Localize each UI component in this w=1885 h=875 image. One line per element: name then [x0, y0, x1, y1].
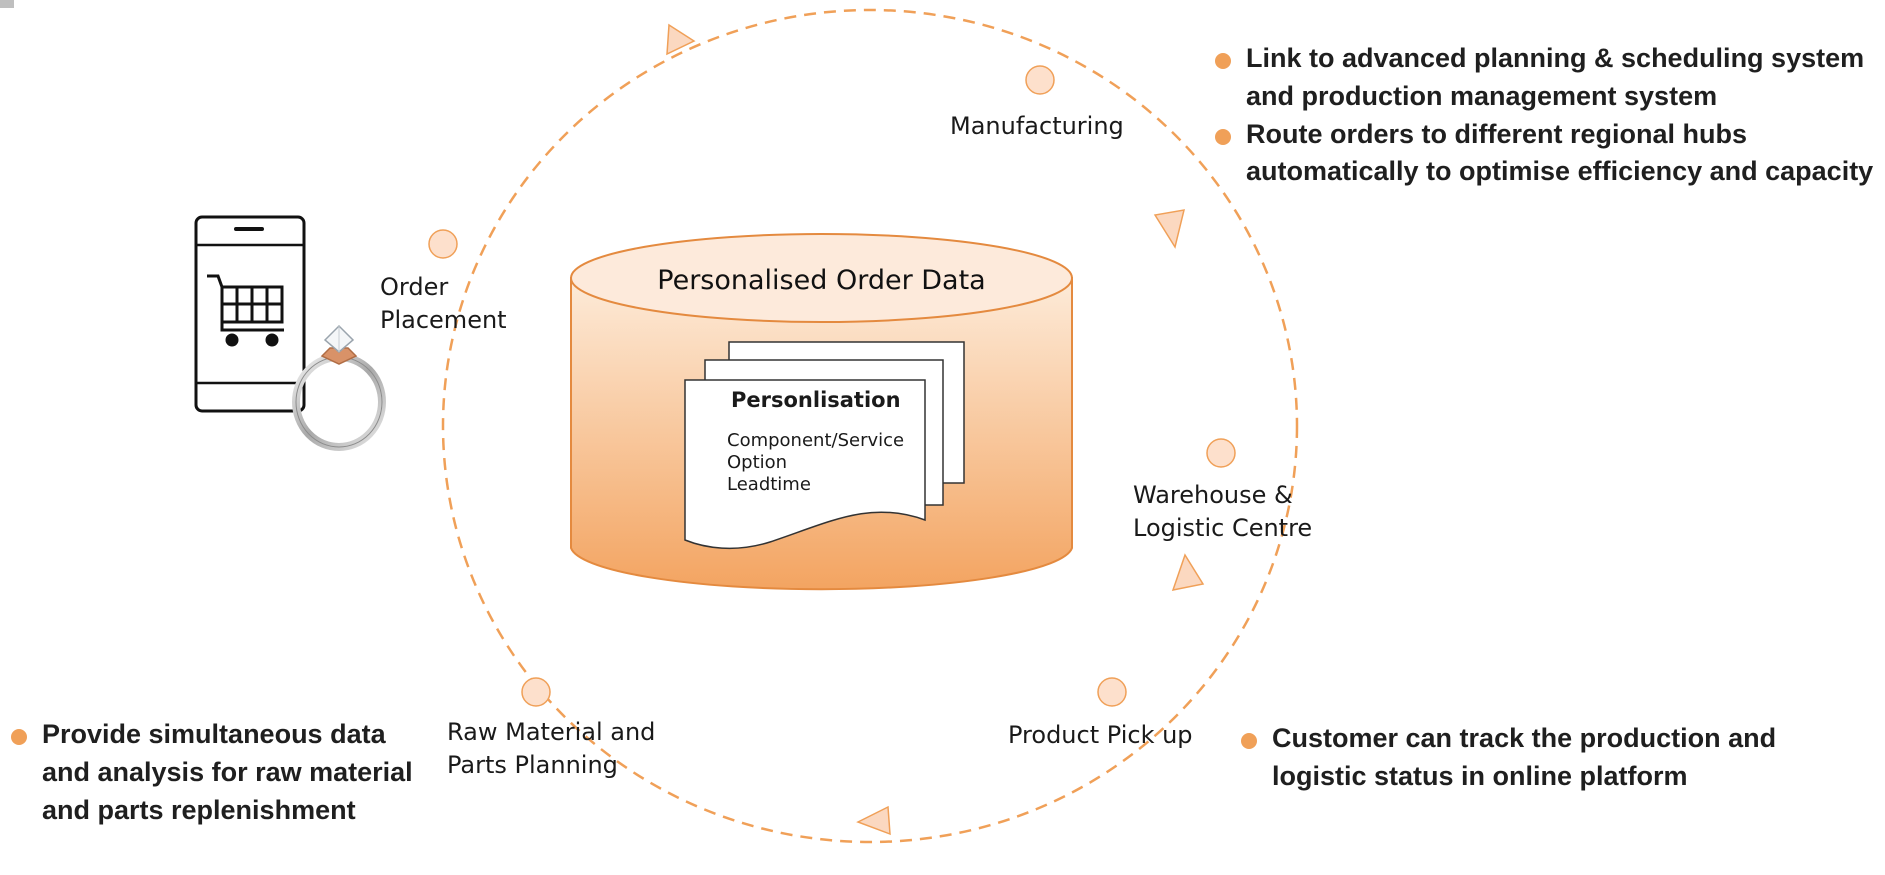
document-title: Personlisation	[731, 388, 901, 412]
cycle-arrow-bottom	[856, 805, 891, 836]
note-item-planning-link: Link to advanced planning & scheduling s…	[1212, 40, 1882, 116]
stage-label-manufacturing: Manufacturing	[950, 112, 1124, 140]
cycle-arrow-right-upper	[1153, 209, 1185, 249]
shopping-cart-icon	[207, 274, 284, 347]
cycle-arrow-top	[666, 23, 696, 56]
node-warehouse	[1206, 438, 1236, 468]
process-cycle-path	[441, 8, 1299, 844]
node-product-pickup	[1097, 677, 1127, 707]
note-bottom-left: Provide simultaneous data and analysis f…	[8, 716, 428, 829]
stage-label-warehouse-line1: Warehouse &	[1133, 481, 1293, 509]
document-line-component: Component/Service	[727, 430, 904, 451]
cycle-arrow-right-lower	[1171, 553, 1205, 591]
stage-label-raw-line1: Raw Material and	[447, 718, 655, 746]
node-raw-material	[521, 677, 551, 707]
stage-label-raw-line2: Parts Planning	[447, 751, 618, 779]
document-line-leadtime: Leadtime	[727, 474, 811, 495]
database-title: Personalised Order Data	[657, 265, 985, 296]
stage-label-order-line2: Placement	[380, 306, 507, 334]
personalisation-document-stack: Personlisation Component/Service Option …	[684, 341, 965, 550]
note-item-route-orders: Route orders to different regional hubs …	[1212, 116, 1882, 192]
note-top-right: Link to advanced planning & scheduling s…	[1212, 40, 1882, 191]
node-manufacturing	[1025, 65, 1055, 95]
header-accent-bar	[0, 0, 14, 8]
smartphone-icon	[194, 215, 306, 413]
stage-label-order-line1: Order	[380, 273, 448, 301]
diamond-ring-icon	[292, 324, 386, 451]
document-line-option: Option	[727, 452, 787, 473]
stage-label-warehouse-line2: Logistic Centre	[1133, 514, 1312, 542]
note-item-raw-material-analysis: Provide simultaneous data and analysis f…	[8, 716, 428, 829]
stage-label-product-pickup: Product Pick up	[1008, 721, 1193, 749]
node-order-placement	[428, 229, 458, 259]
note-bottom-right: Customer can track the production and lo…	[1238, 720, 1858, 796]
note-item-customer-tracking: Customer can track the production and lo…	[1238, 720, 1858, 796]
